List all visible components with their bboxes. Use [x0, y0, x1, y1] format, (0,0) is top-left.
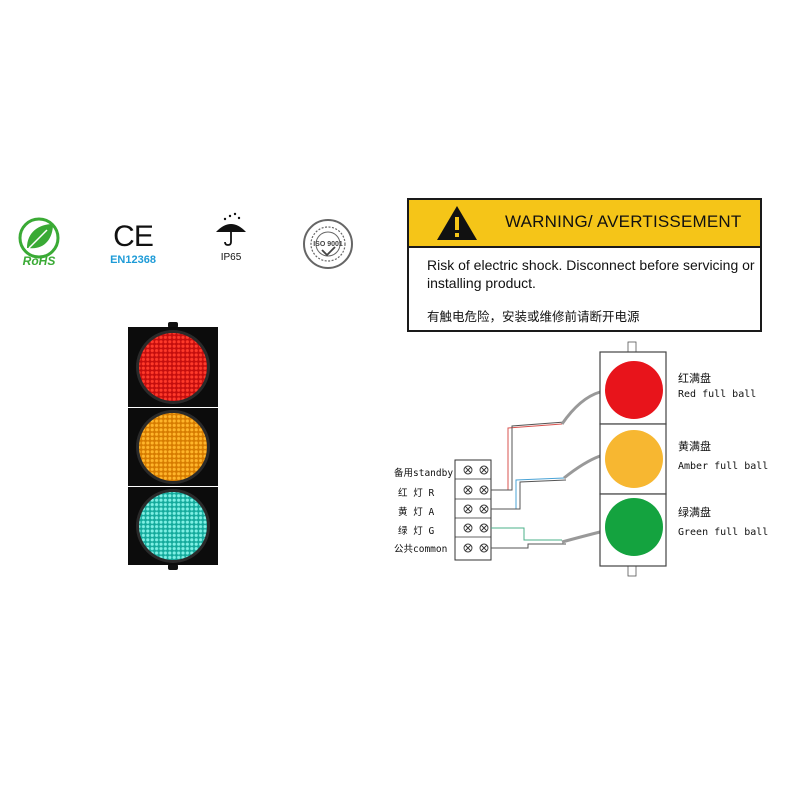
lamp-label-amber-cn: 黄满盘: [678, 439, 711, 453]
terminal-label-standby: 备用standby: [394, 467, 453, 479]
lamp-labels: 红满盘 Red full ball 黄满盘 Amber full ball 绿满…: [678, 371, 768, 538]
en12368-label: EN12368: [110, 254, 156, 266]
iso-label: ISO 9001: [313, 241, 343, 248]
red-full-ball-icon: [605, 361, 663, 419]
amber-full-ball-icon: [605, 430, 663, 488]
umbrella-rain-icon: [216, 212, 246, 246]
lamp-label-green-cn: 绿满盘: [678, 505, 711, 519]
warning-text-cn: 有触电危险，安装或维修前请断开电源: [427, 309, 640, 324]
terminal-label-common: 公共common: [394, 544, 447, 555]
signal-head-diagram: [599, 341, 667, 577]
wires: [491, 390, 601, 549]
lamp-label-green-en: Green full ball: [678, 527, 768, 538]
terminal-label-green: 绿 灯 G: [398, 525, 434, 537]
green-lamp: [139, 492, 207, 560]
ce-mark-icon: CE: [113, 220, 154, 253]
rohs-leaf-icon: RoHS: [18, 217, 60, 268]
warning-header: WARNING/ AVERTISSEMENT: [409, 200, 760, 248]
traffic-light-photo: [128, 322, 218, 570]
warning-text-en: Risk of electric shock. Disconnect befor…: [427, 257, 755, 291]
warning-box: WARNING/ AVERTISSEMENT Risk of electric …: [407, 198, 762, 332]
terminal-block: [454, 459, 492, 561]
terminal-label-red: 红 灯 R: [398, 487, 434, 499]
lamp-label-red-cn: 红满盘: [678, 371, 711, 385]
wiring-diagram: 备用standby 红 灯 R 黄 灯 A 绿 灯 G 公共common: [394, 341, 768, 577]
terminal-labels: 备用standby 红 灯 R 黄 灯 A 绿 灯 G 公共common: [394, 467, 453, 555]
terminal-label-amber: 黄 灯 A: [398, 506, 434, 518]
green-full-ball-icon: [605, 498, 663, 556]
ce-badge: CE EN12368: [106, 220, 160, 267]
amber-lamp: [139, 413, 207, 481]
iso-seal-icon: ISO 9001: [303, 219, 353, 269]
ip65-badge: IP65: [208, 212, 254, 263]
warning-title: WARNING/ AVERTISSEMENT: [505, 212, 742, 231]
iso-badge: ISO 9001: [300, 216, 356, 276]
lamp-label-red-en: Red full ball: [678, 389, 756, 400]
red-lamp: [139, 333, 207, 401]
lamp-label-amber-en: Amber full ball: [678, 461, 768, 472]
warning-triangle-icon: [437, 206, 477, 240]
rohs-badge: RoHS: [13, 216, 65, 272]
rohs-label: RoHS: [23, 254, 56, 268]
ip65-label: IP65: [220, 252, 242, 263]
